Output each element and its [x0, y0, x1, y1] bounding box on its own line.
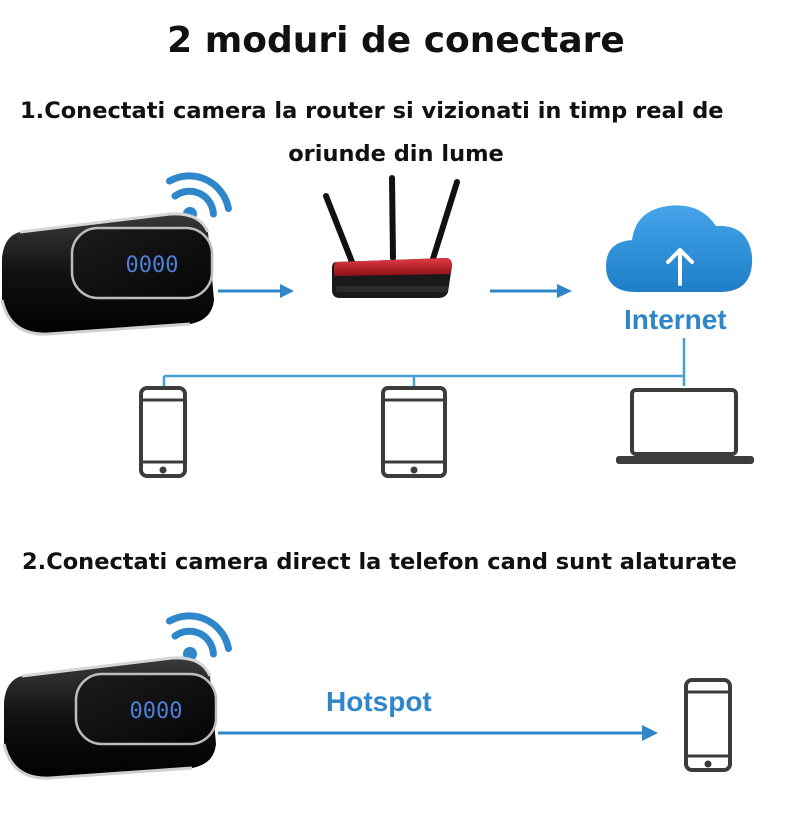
page-title: 2 moduri de conectare	[167, 20, 625, 61]
cloud-upload-icon	[606, 205, 753, 292]
internet-label: Internet	[624, 304, 727, 335]
router-icon	[323, 175, 460, 298]
smartphone-icon	[139, 386, 187, 478]
tablet-icon	[381, 386, 447, 478]
wifi-icon	[165, 612, 232, 661]
arrow-right-icon	[490, 284, 572, 298]
clock-camera-icon: 0000	[0, 212, 214, 336]
laptop-icon	[616, 388, 754, 464]
mode1-heading-line1: 1.Conectati camera la router si vizionat…	[20, 98, 724, 124]
clock-display: 0000	[130, 699, 183, 724]
clock-display: 0000	[126, 253, 179, 278]
arrow-right-icon	[218, 725, 658, 741]
smartphone-icon	[684, 678, 732, 772]
network-lines	[162, 338, 686, 388]
arrow-right-icon	[218, 284, 294, 298]
mode2-heading: 2.Conectati camera direct la telefon can…	[22, 549, 737, 575]
clock-camera-icon: 0000	[2, 656, 218, 780]
hotspot-label: Hotspot	[326, 686, 432, 717]
mode1-heading-line2: oriunde din lume	[288, 141, 504, 167]
